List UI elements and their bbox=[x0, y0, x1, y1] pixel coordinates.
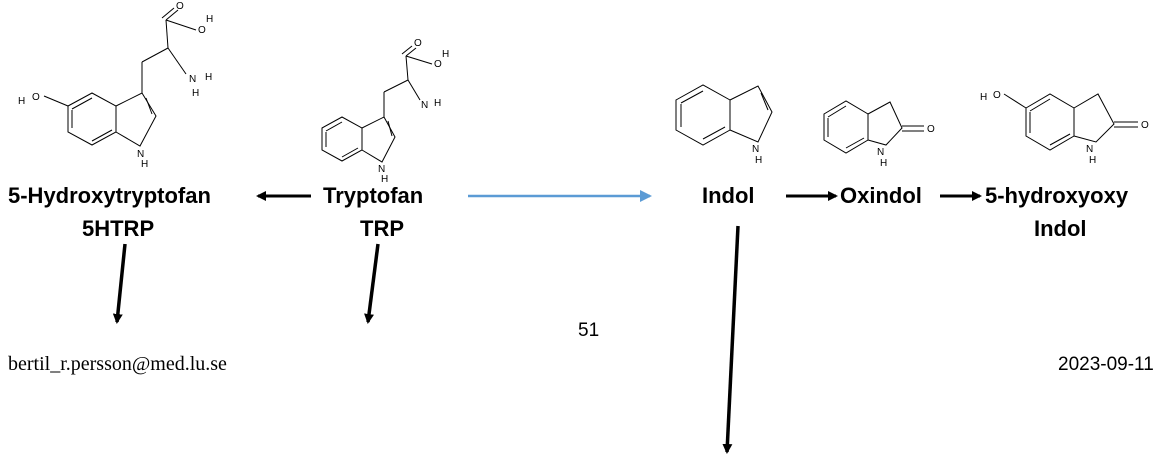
atom-h-label: H bbox=[141, 159, 148, 170]
atom-h-label: H bbox=[192, 88, 199, 99]
atom-o-label: O bbox=[198, 25, 206, 36]
arrow-trp-down bbox=[364, 243, 380, 324]
atom-o-label: O bbox=[176, 1, 184, 12]
atom-n-label: N bbox=[421, 100, 428, 111]
atom-o-label: O bbox=[414, 38, 422, 49]
hydroxytryptofan-structure: H O N H O O H N H H bbox=[18, 1, 213, 170]
atom-h-label: H bbox=[381, 174, 388, 185]
atom-n-label: N bbox=[752, 144, 759, 155]
label-oxindol: Oxindol bbox=[840, 183, 922, 208]
atom-h-label: H bbox=[205, 72, 212, 83]
atom-h-label: H bbox=[206, 14, 213, 25]
atom-h-label: H bbox=[1089, 155, 1096, 166]
atom-o-label: O bbox=[993, 90, 1001, 101]
atom-o-label: O bbox=[927, 124, 935, 135]
atom-h-label: H bbox=[755, 155, 762, 166]
atom-o-label: O bbox=[1141, 120, 1149, 131]
arrow-indol-down bbox=[722, 225, 740, 454]
label-hydroxyoxy: 5-hydroxyoxy bbox=[985, 183, 1129, 208]
label-hydroxytryptofan: 5-Hydroxytryptofan bbox=[8, 183, 211, 208]
label-5htrp: 5HTRP bbox=[82, 216, 154, 241]
atom-n-label: N bbox=[378, 164, 385, 175]
atom-h-label: H bbox=[18, 96, 25, 107]
atom-h-label: H bbox=[880, 158, 887, 169]
atom-n-label: N bbox=[877, 147, 884, 158]
footer-email: bertil_r.persson@med.lu.se bbox=[8, 353, 227, 375]
atom-n-label: N bbox=[189, 74, 196, 85]
arrow-5htrp-down bbox=[112, 243, 127, 324]
label-trp: TRP bbox=[360, 216, 404, 241]
footer-page-number: 51 bbox=[578, 320, 599, 341]
atom-o-label: O bbox=[32, 92, 40, 103]
label-hydroxyoxy-indol: Indol bbox=[1034, 216, 1087, 241]
indol-structure: N H bbox=[675, 84, 773, 166]
oxindol-structure: O N H bbox=[823, 100, 935, 169]
atom-h-label: H bbox=[434, 98, 441, 109]
atom-h-label: H bbox=[980, 92, 987, 103]
atom-n-label: N bbox=[1086, 144, 1093, 155]
atom-h-label: H bbox=[442, 49, 449, 60]
hydroxyoxyindol-structure: O N H O H bbox=[980, 90, 1149, 166]
label-indol: Indol bbox=[702, 183, 755, 208]
footer-date: 2023-09-11 bbox=[1058, 354, 1154, 375]
tryptofan-structure: N H O O H N H bbox=[321, 38, 449, 185]
atom-n-label: N bbox=[137, 149, 144, 160]
atom-o-label: O bbox=[434, 59, 442, 70]
label-tryptofan: Tryptofan bbox=[323, 183, 423, 208]
